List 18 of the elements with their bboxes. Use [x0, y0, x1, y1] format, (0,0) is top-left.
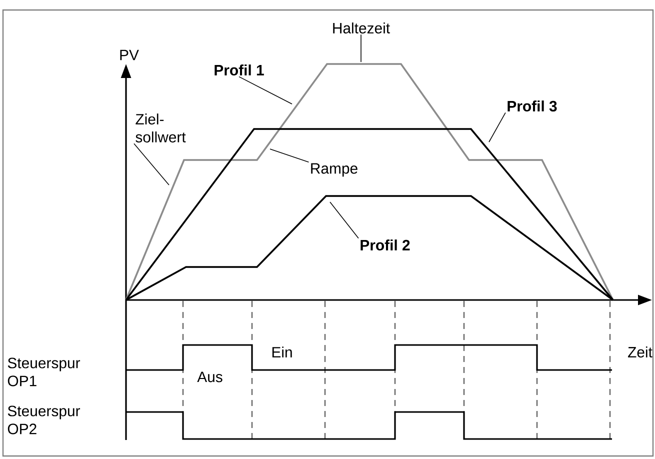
axis-label: PV	[120, 50, 139, 60]
leader-line	[330, 202, 359, 239]
callout-text: Profil 1	[214, 64, 264, 76]
axis-label: Zeit	[628, 346, 652, 358]
callout-text: Profil 3	[508, 100, 557, 112]
leader-line	[134, 143, 170, 186]
leader-line	[360, 34, 362, 62]
axis-label: Ein	[272, 346, 292, 358]
callout-text: Haltezeit	[333, 22, 390, 34]
leader-line	[488, 112, 506, 142]
axis-label: Steuerspur OP2	[8, 406, 80, 434]
axis-label: Steuerspur OP1	[8, 358, 80, 386]
leader-line	[270, 148, 310, 162]
axis-label: Aus	[197, 372, 222, 382]
callout-text: Rampe	[311, 163, 358, 177]
callout-text: Ziel-sollwert	[136, 114, 186, 142]
callout-text: Profil 2	[360, 240, 410, 250]
leader-line	[238, 76, 292, 104]
